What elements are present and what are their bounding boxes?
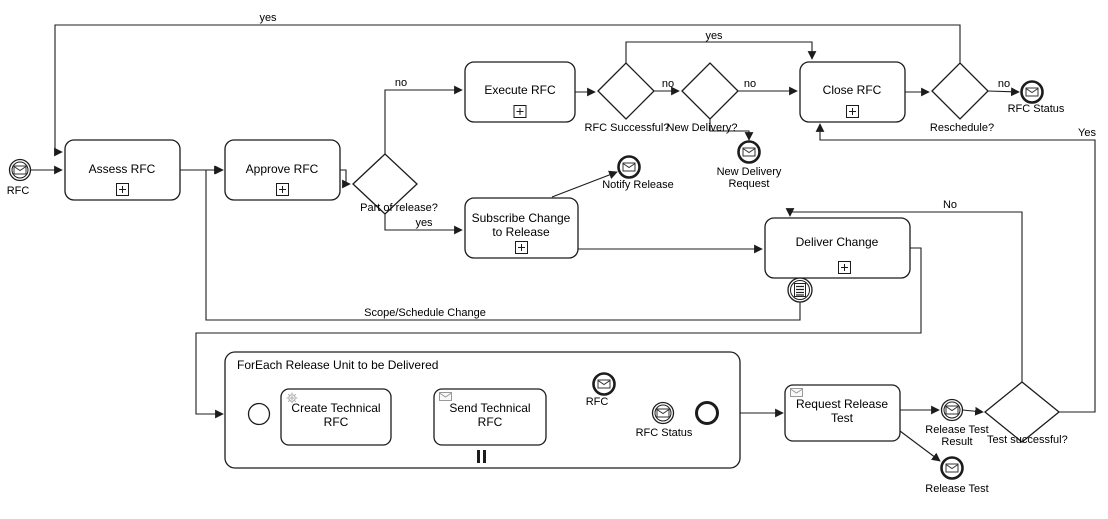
- flow-test-successful-no-to-deliver: [785, 208, 1023, 382]
- send-envelope-icon: [439, 392, 452, 401]
- gateway-part-of-release: Part of release?: [352, 153, 438, 215]
- message-end-event-rfc-status: RFC Status: [1008, 80, 1065, 115]
- task-execute-rfc: Execute RFC: [464, 61, 576, 123]
- event-label: Release Test: [925, 483, 988, 495]
- subprocess-plus-icon: [276, 183, 289, 196]
- flow-part-of-release-no-to-execute: [384, 85, 463, 154]
- message-icon: [597, 379, 611, 389]
- inner-start-event: [247, 402, 271, 426]
- flow-deliver-to-foreach: [195, 247, 922, 419]
- message-throw-event-new-delivery-request: New Delivery Request: [717, 140, 782, 190]
- message-catch-event-release-test-result: Release Test Result: [925, 398, 989, 448]
- task-label: Close RFC: [823, 83, 882, 97]
- task-close-rfc: Close RFC: [799, 61, 906, 123]
- subprocess-label: ForEach Release Unit to be Delivered: [237, 358, 438, 372]
- task-send-technical-rfc: Send Technical RFC: [433, 388, 547, 446]
- task-label-line1: Create Technical: [291, 401, 380, 415]
- task-assess-rfc: Assess RFC: [64, 139, 181, 201]
- message-icon: [622, 162, 636, 172]
- edge-label-test-successful-yes: Yes: [1078, 127, 1096, 139]
- task-label-line1: Request Release: [796, 397, 888, 411]
- task-create-technical-rfc: Create Technical RFC: [280, 388, 392, 446]
- gateway-label: Part of release?: [360, 202, 438, 214]
- message-icon: [13, 165, 27, 175]
- message-icon: [742, 147, 756, 157]
- task-label-line1: Subscribe Change: [472, 211, 571, 225]
- event-label: RFC: [586, 396, 609, 408]
- start-event-label: RFC: [7, 185, 30, 197]
- flow-result-to-test-successful: [962, 406, 984, 416]
- flow-rfc-successful-yes-to-close: [625, 41, 817, 63]
- message-throw-event-notify-release: Notify Release: [602, 155, 674, 191]
- gateway-rfc-successful: RFC Successful?: [585, 62, 670, 134]
- task-label-line2: RFC: [478, 415, 503, 429]
- sequence-flows: [30, 24, 1096, 462]
- flow-reschedule-yes-to-assess: [54, 24, 961, 157]
- subprocess-plus-icon: [513, 105, 527, 118]
- message-icon: [1025, 87, 1039, 97]
- gateway-new-delivery: New Delivery?: [667, 62, 739, 134]
- subprocess-plus-icon: [838, 261, 851, 274]
- task-label: Deliver Change: [796, 235, 879, 249]
- message-throw-event-technical-rfc: RFC: [586, 372, 616, 408]
- subprocess-plus-icon: [846, 105, 859, 118]
- flow-new-delivery-to-new-delivery-request: [709, 119, 754, 141]
- subprocess-plus-icon: [515, 241, 528, 254]
- edge-labels: yes no yes yes no no no Scope/Schedule C…: [259, 12, 1096, 319]
- event-label-line1: New Delivery: [717, 166, 782, 178]
- task-subscribe-change-to-release: Subscribe Change to Release: [464, 197, 579, 259]
- flow-test-successful-yes-to-close: [815, 123, 1096, 413]
- edge-label-reschedule-yes: yes: [259, 12, 277, 24]
- event-label-line2: Request: [729, 178, 770, 190]
- edge-label-test-successful-no: No: [943, 199, 957, 211]
- message-throw-event-release-test: Release Test: [925, 456, 989, 495]
- scope-schedule-change-boundary-event: [787, 277, 813, 303]
- gateway-label: RFC Successful?: [585, 122, 670, 134]
- flow-scope-change-to-approve: [205, 165, 801, 321]
- task-label-line1: Send Technical: [449, 401, 530, 415]
- message-icon: [945, 463, 959, 473]
- conditional-icon: [794, 283, 806, 297]
- edge-label-part-of-release-yes: yes: [415, 217, 433, 229]
- edge-label-reschedule-no: no: [998, 78, 1010, 90]
- gateway-label: Reschedule?: [930, 122, 994, 134]
- parallel-multi-instance-icon: [477, 450, 486, 463]
- message-catch-event-rfc-status: RFC Status: [636, 401, 693, 439]
- flow-approve-to-part-of-release: [340, 169, 351, 189]
- task-request-release-test: Request Release Test: [784, 384, 901, 442]
- subprocess-plus-icon: [116, 183, 129, 196]
- task-label-line2: RFC: [324, 415, 349, 429]
- message-start-event-rfc: RFC: [7, 158, 32, 197]
- task-deliver-change: Deliver Change: [764, 217, 911, 279]
- task-approve-rfc: Approve RFC: [224, 139, 341, 201]
- edge-label-new-delivery-no: no: [744, 78, 756, 90]
- gateway-reschedule: Reschedule?: [930, 62, 994, 134]
- send-envelope-icon: [790, 388, 803, 397]
- event-label: RFC Status: [1008, 103, 1065, 115]
- task-label: Execute RFC: [484, 83, 556, 97]
- flow-subscribe-to-notify-release: [551, 170, 618, 198]
- event-label: Notify Release: [602, 179, 674, 191]
- edge-label-scope-schedule-change: Scope/Schedule Change: [364, 307, 486, 319]
- flow-part-of-release-yes-to-subscribe: [384, 214, 463, 235]
- message-icon: [945, 405, 959, 415]
- edge-label-rfc-successful-yes: yes: [705, 30, 723, 42]
- task-label: Approve RFC: [246, 162, 319, 176]
- edge-label-rfc-successful-no: no: [662, 78, 674, 90]
- message-icon: [656, 408, 670, 418]
- task-label: Assess RFC: [89, 162, 156, 176]
- task-label-line2: to Release: [492, 225, 550, 239]
- event-label: RFC Status: [636, 427, 693, 439]
- inner-end-event: [695, 401, 719, 425]
- flow-reschedule-no-to-rfc-status: [987, 87, 1020, 97]
- task-label-line2: Test: [831, 411, 854, 425]
- flow-request-test-to-release-test: [899, 430, 941, 462]
- edge-label-part-of-release-no: no: [395, 77, 407, 89]
- gateway-label: New Delivery?: [667, 122, 738, 134]
- gateway-test-successful: Test successful?: [983, 381, 1068, 446]
- gateway-label: Test successful?: [987, 434, 1068, 446]
- event-label-line1: Release Test: [925, 424, 988, 436]
- event-label-line2: Result: [941, 436, 972, 448]
